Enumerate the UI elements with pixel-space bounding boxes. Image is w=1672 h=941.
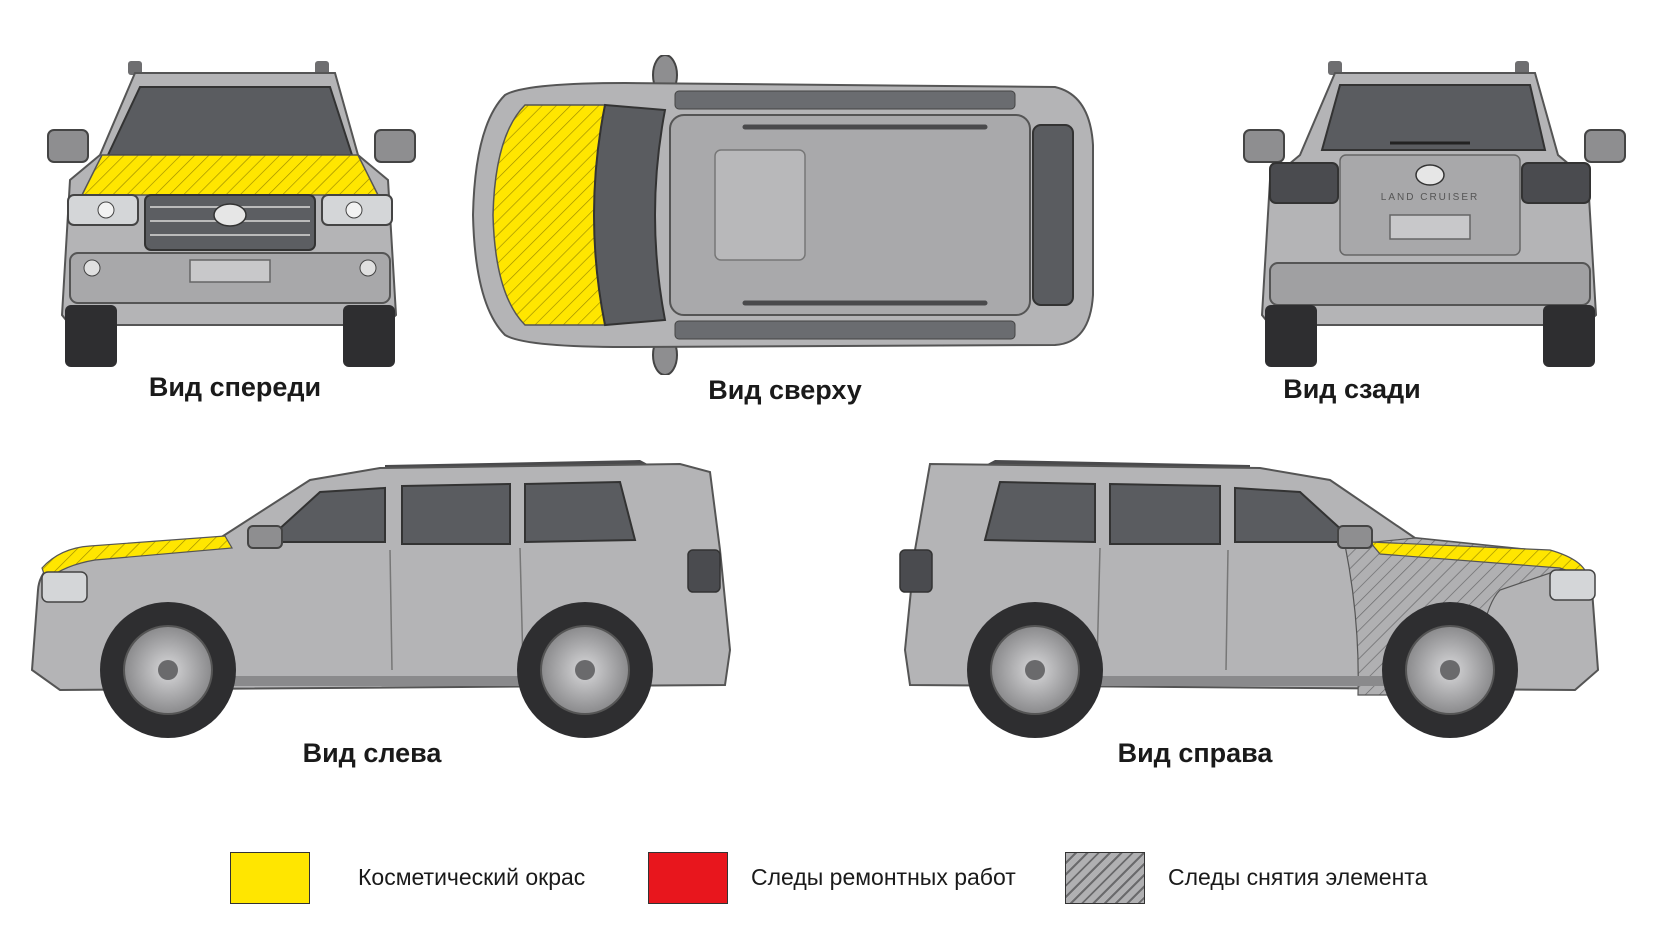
right-mirror-icon xyxy=(374,129,416,163)
front-view-drawing xyxy=(47,61,416,367)
license-plate xyxy=(1389,214,1471,240)
right-view-drawing xyxy=(899,460,1600,738)
left-view-drawing xyxy=(30,460,732,738)
repair-traces-swatch xyxy=(648,852,728,904)
rear-view: LAND CRUISER xyxy=(1240,55,1630,375)
license-plate xyxy=(189,259,271,283)
hood-cosmetic-paint xyxy=(492,104,606,326)
legend-label: Следы ремонтных работ xyxy=(751,864,1016,890)
brand-logo-icon xyxy=(213,203,247,227)
left-view-caption: Вид слева xyxy=(302,738,442,768)
left-view xyxy=(20,450,760,745)
brand-logo-icon xyxy=(1415,164,1445,186)
front-view-caption: Вид спереди xyxy=(148,372,322,402)
rear-view-caption: Вид сзади xyxy=(1283,374,1421,404)
right-view xyxy=(860,450,1640,745)
model-badge: LAND CRUISER xyxy=(1381,192,1479,203)
legend-label: Следы снятия элемента xyxy=(1168,864,1428,890)
top-view-caption: Вид сверху xyxy=(708,375,862,405)
rear-view-drawing: LAND CRUISER xyxy=(1243,61,1626,367)
legend-label: Косметический окрас xyxy=(358,864,586,890)
right-view-caption: Вид справа xyxy=(1117,738,1273,768)
removal-traces-swatch xyxy=(1065,852,1145,904)
front-view xyxy=(40,55,430,375)
hood-cosmetic-paint xyxy=(80,154,380,196)
cosmetic-paint-swatch xyxy=(230,852,310,904)
top-view-drawing xyxy=(471,55,1094,375)
left-mirror-icon xyxy=(47,129,89,163)
top-view xyxy=(465,55,1105,375)
